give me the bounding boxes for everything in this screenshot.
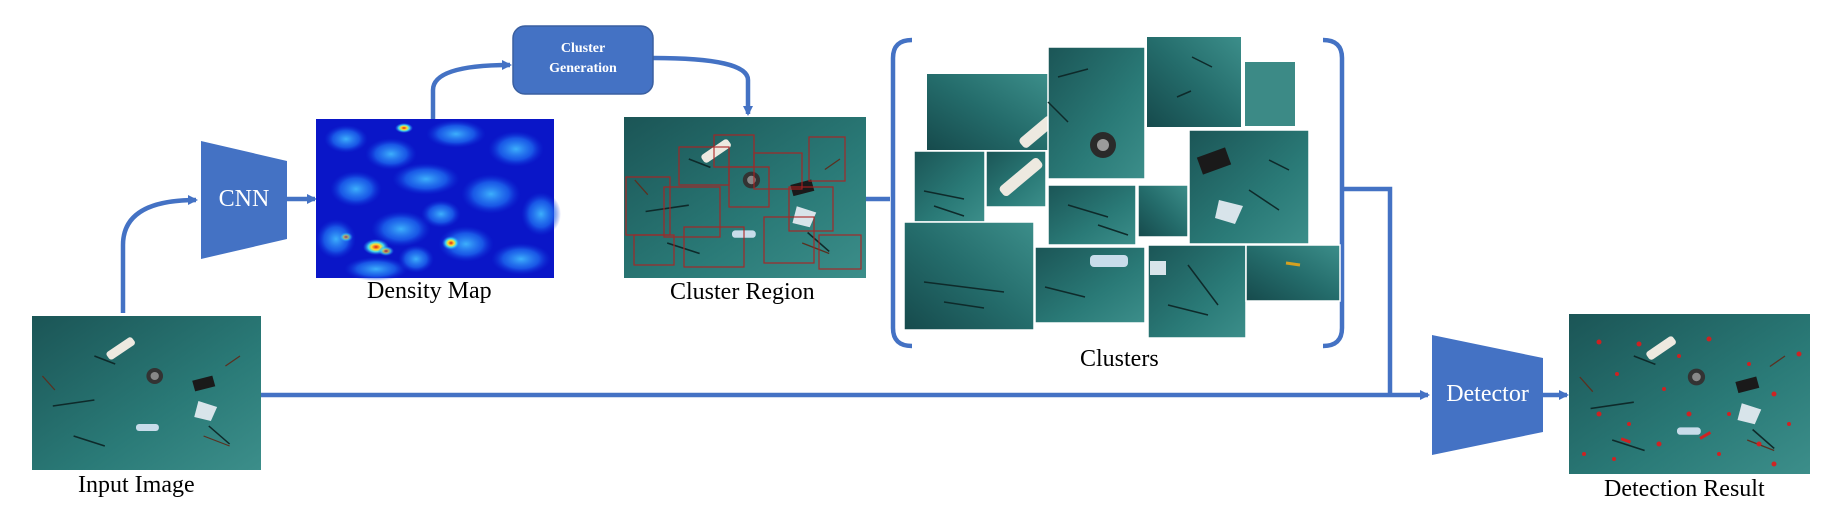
- connector-line: [1343, 186, 1393, 395]
- arrow-icon: [430, 60, 512, 119]
- arrow-icon: [120, 195, 198, 313]
- detector-label: Detector: [1446, 381, 1529, 407]
- density-map: [316, 119, 561, 281]
- clusters-caption: Clusters: [1080, 346, 1159, 372]
- cnn-label: CNN: [218, 186, 270, 212]
- cluster-generation-label-line2: Generation: [549, 61, 617, 76]
- cluster-region-caption: Cluster Region: [670, 279, 815, 305]
- arrow-icon: [652, 55, 753, 116]
- detection-result: [1569, 314, 1810, 474]
- cluster-generation-label: Cluster Generation: [513, 39, 653, 79]
- detector-node: [1432, 335, 1543, 455]
- arrows: [120, 55, 1569, 400]
- cnn-node: [201, 141, 287, 259]
- input-image: [32, 316, 261, 470]
- input-image-caption: Input Image: [78, 472, 195, 498]
- clusters-collage: [903, 37, 1341, 339]
- bracket-icon: [890, 37, 1345, 349]
- cluster-region: [624, 117, 866, 278]
- density-map-caption: Density Map: [367, 278, 492, 304]
- cluster-generation-node: [512, 25, 654, 95]
- cluster-generation-label-line1: Cluster: [560, 41, 606, 56]
- detection-result-caption: Detection Result: [1604, 476, 1765, 502]
